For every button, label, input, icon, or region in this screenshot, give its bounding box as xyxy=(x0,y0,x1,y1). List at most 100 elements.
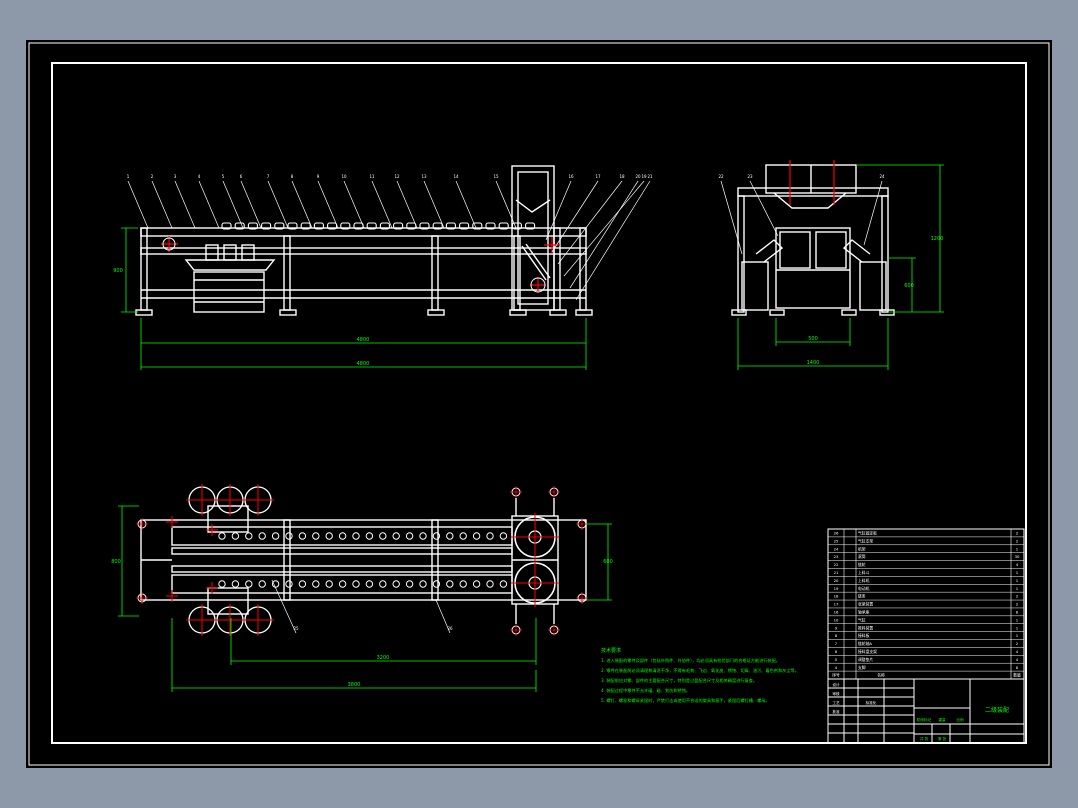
top-roller-hole xyxy=(419,532,427,540)
front-balloon-leader xyxy=(222,180,244,229)
bom-cell-no: 20 xyxy=(834,578,839,583)
top-roller-hole xyxy=(432,580,441,588)
front-balloon-label: 16 xyxy=(568,174,574,179)
front-roller xyxy=(472,222,483,230)
front-balloon-leader xyxy=(291,180,313,229)
front-dim-frame: 4800 xyxy=(357,361,370,367)
bom-header-qty: 数量 xyxy=(1013,673,1021,678)
front-roller xyxy=(459,222,470,230)
top-rollers xyxy=(136,484,588,636)
title-block-label: 比例 xyxy=(956,717,964,722)
top-roller-hole xyxy=(486,532,494,540)
front-balloon-leader xyxy=(174,180,196,229)
front-roller xyxy=(498,222,509,230)
bom-cell-qty: 2 xyxy=(1016,538,1019,543)
top-roller-hole xyxy=(379,580,387,588)
bom-cell-name: 链条 xyxy=(858,594,866,599)
tech-notes: 技术要求 1. 进入装配的零件及部件（包括外购件、外协件），均必须具有检验部门的… xyxy=(601,647,799,704)
bom-cell-no: 9 xyxy=(835,625,838,630)
top-dim-left-width: 800 xyxy=(111,559,121,565)
front-balloon-label: 7 xyxy=(267,174,270,179)
bom-cell-qty: 4 xyxy=(1016,649,1019,654)
bom-cell-qty: 1 xyxy=(1016,617,1019,622)
bom-cell-name: 接料板 xyxy=(858,633,870,638)
title-block-label: 批准 xyxy=(832,709,840,714)
front-balloon-label: 12 xyxy=(394,174,400,179)
top-roller-hole xyxy=(486,580,494,588)
front-roller xyxy=(393,222,404,230)
bom-cell-qty: 1 xyxy=(1016,633,1019,638)
bom-cell-no: 26 xyxy=(834,531,839,536)
front-balloon-label: 18 xyxy=(619,174,625,179)
bom-cell-name: 上料斗 xyxy=(858,570,870,575)
front-balloon-leader xyxy=(151,180,173,229)
side-dim-total-height: 1200 xyxy=(931,236,944,242)
front-dim-height: 900 xyxy=(113,268,123,274)
front-balloon-leader xyxy=(343,180,365,229)
front-roller xyxy=(340,222,351,230)
top-balloon-leader xyxy=(435,599,451,634)
front-roller xyxy=(379,222,390,230)
top-roller-hole xyxy=(298,532,307,540)
bom-cell-no: 19 xyxy=(834,586,839,591)
bom-cell-no: 6 xyxy=(835,649,838,654)
bom-cell-no: 25 xyxy=(834,538,839,543)
top-dim-span-outer: 3800 xyxy=(348,682,361,688)
top-roller-hole xyxy=(392,532,400,540)
top-roller-hole xyxy=(285,532,293,540)
top-roller-hole xyxy=(405,532,414,540)
title-block-label: 审核 xyxy=(832,691,840,696)
front-balloon-leader xyxy=(198,180,220,229)
bom-cell-name: 机架 xyxy=(858,546,866,551)
title-block-label: 设计 xyxy=(832,682,840,687)
bom-cell-no: 7 xyxy=(835,641,838,646)
front-balloon-leader xyxy=(127,180,149,229)
top-balloons: 25 26 xyxy=(271,579,453,634)
front-roller xyxy=(247,222,258,230)
top-roller-hole xyxy=(459,580,467,588)
top-roller-hole xyxy=(231,532,240,540)
front-roller xyxy=(313,222,324,230)
front-balloon-label: 8 xyxy=(291,174,294,179)
inner-border xyxy=(51,62,1027,744)
bom-cell-name: 气缸 xyxy=(858,617,866,622)
top-roller-hole xyxy=(312,580,320,588)
bom-cell-name: 链轮轴A xyxy=(858,641,872,646)
bom-cell-name: 滚筒 xyxy=(858,554,866,559)
title-block-label: 共 张 xyxy=(920,736,929,741)
title-block xyxy=(827,678,1025,744)
front-balloon-label: 20 xyxy=(635,174,641,179)
front-balloon-leader xyxy=(563,180,645,277)
front-balloon-label: 21 xyxy=(647,174,653,179)
bom-cell-name: 气缸支架 xyxy=(858,538,873,543)
tech-note-3: 3. 装配前应对零、部件的主要配合尺寸，特别是过盈配合尺寸及相关精度进行复查。 xyxy=(601,677,757,684)
front-roller xyxy=(300,222,311,230)
bom-cell-qty: 2 xyxy=(1016,594,1019,599)
side-balloon-leader xyxy=(749,180,779,237)
top-roller-hole xyxy=(472,532,481,540)
front-balloon-label: 10 xyxy=(341,174,347,179)
bom-header-no: 序号 xyxy=(832,673,840,678)
top-roller-hole xyxy=(446,532,454,540)
bom-cell-qty: 2 xyxy=(1016,602,1019,607)
top-roller-hole xyxy=(285,580,293,588)
top-balloon-label: 25 xyxy=(293,626,299,631)
top-roller-hole xyxy=(419,580,427,588)
front-roller xyxy=(234,222,245,230)
bom-cell-no: 23 xyxy=(834,554,839,559)
bom-cell-name: 轴承座 xyxy=(858,609,870,614)
bom-cell-no: 18 xyxy=(834,594,839,599)
bom-cell-name: 调整垫片 xyxy=(858,657,873,662)
bom-cell-name: 支脚 xyxy=(858,665,866,670)
front-balloon-label: 13 xyxy=(421,174,427,179)
front-balloon-label: 19 xyxy=(641,174,647,179)
title-block-label: 工艺 xyxy=(832,700,840,705)
front-balloon-leader xyxy=(267,180,289,229)
top-roller-hole xyxy=(218,532,226,540)
side-view xyxy=(731,164,895,316)
top-balloon-label: 26 xyxy=(447,626,453,631)
bom-cell-qty: 1 xyxy=(1016,625,1019,630)
top-roller-hole xyxy=(365,580,374,588)
